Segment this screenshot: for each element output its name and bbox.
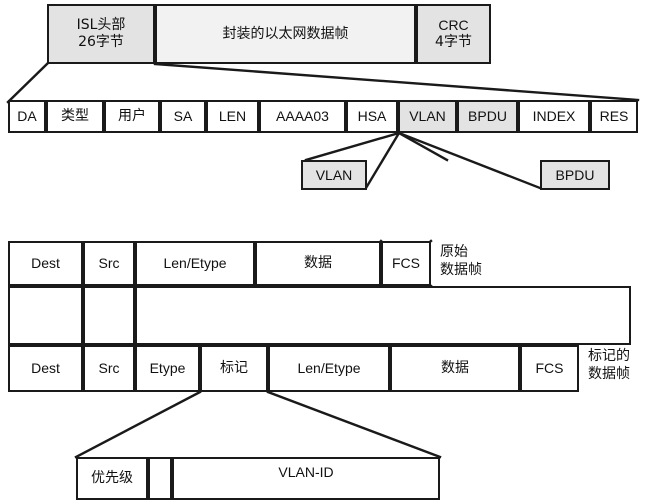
orig-src-label: Src bbox=[98, 255, 120, 272]
original-frame-caption-line2: 数据帧 bbox=[440, 261, 482, 278]
field-vlan: VLAN bbox=[398, 100, 457, 133]
field-res: RES bbox=[590, 100, 638, 133]
field-type-label: 类型 bbox=[61, 108, 89, 125]
callout-bpdu: BPDU bbox=[540, 160, 610, 190]
orig-dest-label: Dest bbox=[31, 255, 60, 272]
tag-cfi bbox=[148, 457, 172, 500]
connector-isl-right bbox=[153, 62, 640, 102]
tagged-data-label: 数据 bbox=[441, 360, 469, 377]
field-sa-label: SA bbox=[173, 108, 193, 125]
field-len-label: LEN bbox=[218, 108, 247, 125]
isl-header-cell: ISL头部 26字节 bbox=[47, 4, 155, 64]
connector-vlan-right bbox=[364, 131, 401, 190]
tagged-frame-caption-line2: 数据帧 bbox=[588, 365, 630, 382]
connector-bpdu-left bbox=[397, 131, 449, 162]
field-aaaa03: AAAA03 bbox=[259, 100, 346, 133]
field-vlan-label: VLAN bbox=[409, 108, 446, 125]
connector-vlan-left bbox=[304, 131, 401, 162]
field-len: LEN bbox=[206, 100, 259, 133]
tagged-src: Src bbox=[83, 345, 135, 392]
orig-src: Src bbox=[83, 241, 135, 286]
encapsulated-ethernet-label: 封装的以太网数据帧 bbox=[222, 25, 349, 42]
spacer-dest-column bbox=[8, 286, 83, 345]
isl-header-line2: 26字节 bbox=[78, 34, 124, 50]
tag-priority: 优先级 bbox=[76, 457, 148, 500]
tagged-fcs: FCS bbox=[520, 345, 579, 392]
tagged-len-etype-label: Len/Etype bbox=[297, 360, 361, 377]
crc-cell: CRC 4字节 bbox=[416, 4, 491, 64]
field-da: DA bbox=[8, 100, 46, 133]
connector-isl-left bbox=[6, 62, 49, 104]
field-hsa: HSA bbox=[346, 100, 398, 133]
field-sa: SA bbox=[160, 100, 206, 133]
orig-fcs-label: FCS bbox=[392, 255, 420, 272]
tagged-tag-label: 标记 bbox=[220, 360, 248, 377]
connector-tag-left bbox=[74, 390, 202, 459]
callout-bpdu-label: BPDU bbox=[555, 166, 595, 183]
tagged-fcs-label: FCS bbox=[535, 360, 564, 377]
tagged-data: 数据 bbox=[390, 345, 520, 392]
isl-header-line1: ISL头部 bbox=[76, 17, 126, 34]
callout-vlan: VLAN bbox=[301, 160, 367, 190]
orig-len-etype: Len/Etype bbox=[135, 241, 255, 286]
field-index: INDEX bbox=[518, 100, 590, 133]
orig-len-etype-label: Len/Etype bbox=[163, 255, 227, 272]
tagged-len-etype: Len/Etype bbox=[268, 345, 390, 392]
field-bpdu-label: BPDU bbox=[468, 108, 507, 125]
tag-vlan-id-label: VLAN-ID bbox=[278, 464, 334, 480]
orig-data-label: 数据 bbox=[304, 255, 332, 272]
tagged-dest-label: Dest bbox=[31, 360, 60, 377]
tagged-etype: Etype bbox=[135, 345, 200, 392]
tagged-frame-caption: 标记的 数据帧 bbox=[588, 348, 630, 383]
spacer-rest-band bbox=[135, 286, 631, 345]
tag-vlan-id: VLAN-ID bbox=[172, 457, 440, 500]
field-bpdu: BPDU bbox=[457, 100, 518, 133]
orig-dest: Dest bbox=[8, 241, 83, 286]
crc-line1: CRC bbox=[438, 17, 469, 34]
spacer-src-column bbox=[83, 286, 135, 345]
tag-priority-label: 优先级 bbox=[91, 470, 133, 487]
connector-bpdu-right bbox=[397, 131, 542, 190]
field-user: 用户 bbox=[104, 100, 160, 133]
field-index-label: INDEX bbox=[532, 108, 576, 125]
encapsulated-ethernet-cell: 封装的以太网数据帧 bbox=[155, 4, 416, 64]
tagged-frame-caption-line1: 标记的 bbox=[588, 348, 630, 364]
tagged-etype-label: Etype bbox=[149, 360, 186, 377]
original-frame-caption-line1: 原始 bbox=[440, 244, 468, 260]
field-aaaa03-label: AAAA03 bbox=[276, 108, 329, 125]
field-res-label: RES bbox=[599, 108, 629, 125]
field-type: 类型 bbox=[46, 100, 104, 133]
field-user-label: 用户 bbox=[118, 108, 146, 125]
field-da-label: DA bbox=[17, 108, 37, 125]
tagged-tag: 标记 bbox=[200, 345, 268, 392]
orig-data: 数据 bbox=[255, 241, 381, 286]
tagged-dest: Dest bbox=[8, 345, 83, 392]
crc-line2: 4字节 bbox=[435, 34, 472, 50]
callout-vlan-label: VLAN bbox=[315, 166, 353, 183]
orig-fcs: FCS bbox=[381, 241, 431, 286]
tagged-src-label: Src bbox=[98, 360, 120, 377]
connector-tag-right bbox=[266, 390, 442, 459]
field-hsa-label: HSA bbox=[357, 108, 387, 125]
original-frame-caption: 原始 数据帧 bbox=[440, 244, 482, 279]
